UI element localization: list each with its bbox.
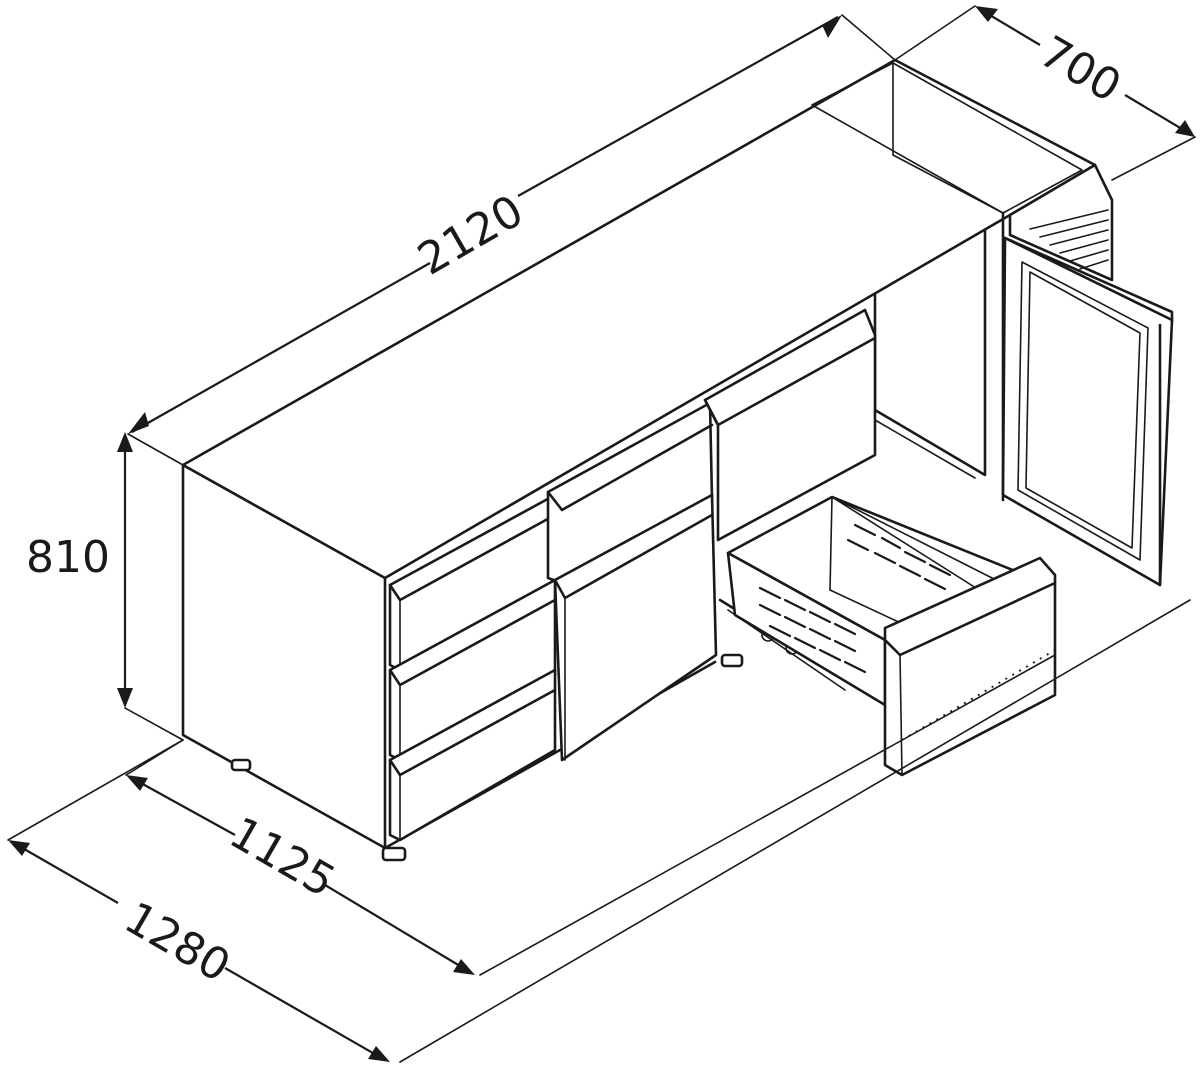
pulled-out-drawer[interactable] <box>718 495 1057 777</box>
ventilation-louvres <box>1029 209 1109 270</box>
drawer-front-panel <box>883 556 1057 777</box>
dim-label-2120: 2120 <box>410 185 532 285</box>
counter-body <box>181 58 1114 850</box>
drawer-right-top[interactable] <box>703 308 877 542</box>
drawer-middle-lower[interactable] <box>553 493 718 762</box>
dim-label-810: 810 <box>26 532 110 583</box>
drawer-left-3[interactable] <box>388 668 557 842</box>
drawer-column-left <box>388 493 557 842</box>
dim-label-700: 700 <box>1031 26 1129 112</box>
worktop-well <box>811 62 1083 214</box>
drawer-column-middle <box>546 308 877 762</box>
open-door[interactable] <box>1001 236 1174 587</box>
dimension-810: 810 <box>26 432 184 741</box>
foot-front <box>381 846 407 862</box>
door-gasket <box>1017 261 1149 561</box>
dim-label-1280: 1280 <box>116 892 238 992</box>
well-floor-edge <box>892 154 1004 214</box>
compartment-shelf <box>874 419 976 479</box>
basket-slots <box>758 523 952 674</box>
counter-feet <box>230 653 744 862</box>
foot-middle <box>720 653 744 668</box>
right-side-panel <box>1008 163 1114 282</box>
dim-label-1125: 1125 <box>221 807 343 907</box>
foot-left <box>230 758 252 772</box>
